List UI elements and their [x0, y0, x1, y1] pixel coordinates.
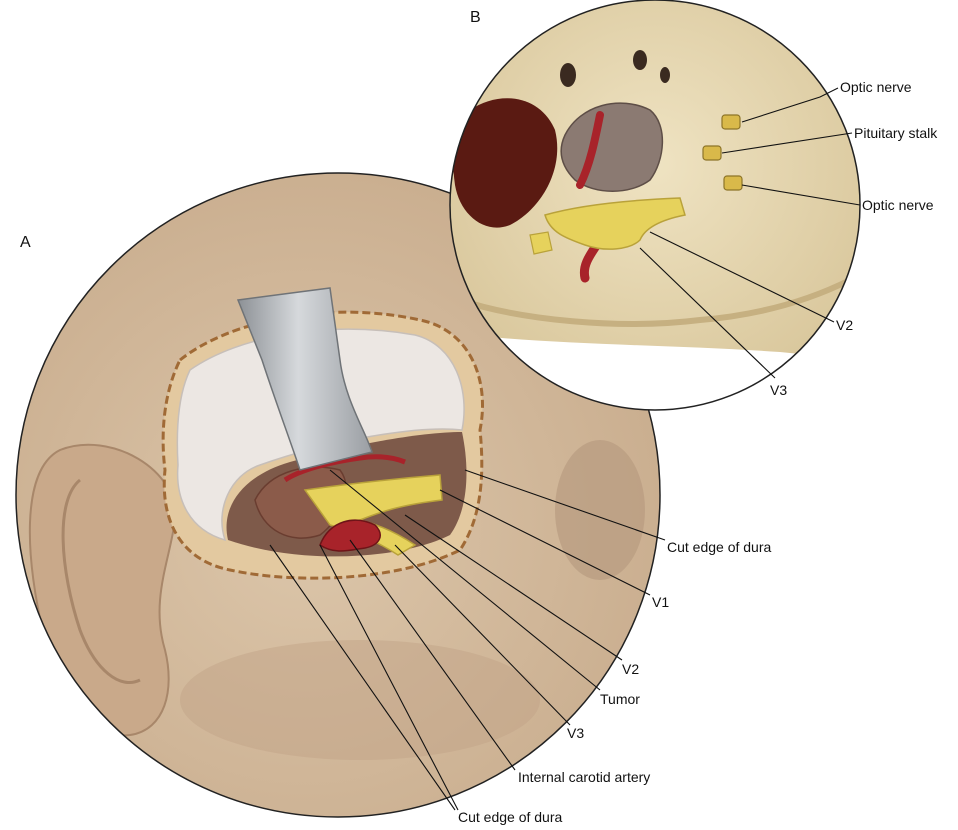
leader-optic-nerve-top: [741, 87, 839, 123]
leader-cut-edge-dura-bottom-2: [319, 544, 459, 811]
label-pituitary-stalk: Pituitary stalk: [854, 125, 938, 141]
foramen-2: [660, 67, 670, 83]
label-cut-edge-dura-bottom: Cut edge of dura: [458, 809, 563, 825]
leader-pituitary-stalk: [721, 132, 853, 154]
foramen-1: [633, 50, 647, 70]
leader-optic-nerve-bottom: [741, 184, 861, 206]
jaw-shadow: [180, 640, 540, 760]
label-tumor: Tumor: [600, 691, 640, 707]
bone-ridge: [459, 277, 852, 327]
label-v2-a: V2: [622, 661, 639, 677]
label-optic-nerve-top: Optic nerve: [840, 79, 912, 95]
leader-v2-a: [404, 514, 623, 661]
leader-tumor: [329, 469, 601, 691]
label-v3-b: V3: [770, 382, 787, 398]
leader-lines: [269, 87, 861, 811]
label-cut-edge-dura-right: Cut edge of dura: [667, 539, 772, 555]
label-v3-a: V3: [567, 725, 584, 741]
internal-carotid-artery-a: [319, 519, 381, 552]
panel-a-border: [15, 172, 661, 818]
ear-inner-fold: [61, 478, 141, 684]
ear: [28, 443, 177, 737]
panel-b-label: B: [470, 9, 481, 26]
label-v2-b: V2: [836, 317, 853, 333]
leader-cut-edge-dura-right: [464, 469, 666, 541]
leader-v2-b: [649, 231, 835, 323]
carotid-artery-b: [576, 111, 604, 189]
leader-v3-b: [639, 247, 776, 379]
label-v1: V1: [652, 594, 669, 610]
optic-nerve-stub-bottom: [723, 175, 743, 191]
leader-internal-carotid-artery: [349, 539, 516, 771]
leader-cut-edge-dura-bottom-1: [269, 544, 456, 811]
label-internal-carotid-artery: Internal carotid artery: [518, 769, 650, 785]
optic-nerve-stub-top: [721, 114, 741, 130]
panel-a-label: A: [20, 234, 31, 251]
foramen-3: [560, 63, 576, 87]
pituitary-stalk-stub: [702, 145, 722, 161]
trigeminal-nerve-b: [544, 197, 686, 250]
artery-branch-a: [283, 454, 406, 483]
orbital-cavity: [453, 98, 558, 228]
eye-region: [555, 440, 645, 580]
label-optic-nerve-bottom: Optic nerve: [862, 197, 934, 213]
nerve-stub-left: [529, 231, 553, 255]
retractor: [236, 287, 373, 471]
leader-v1: [439, 489, 651, 596]
leader-v3-a: [394, 544, 571, 726]
